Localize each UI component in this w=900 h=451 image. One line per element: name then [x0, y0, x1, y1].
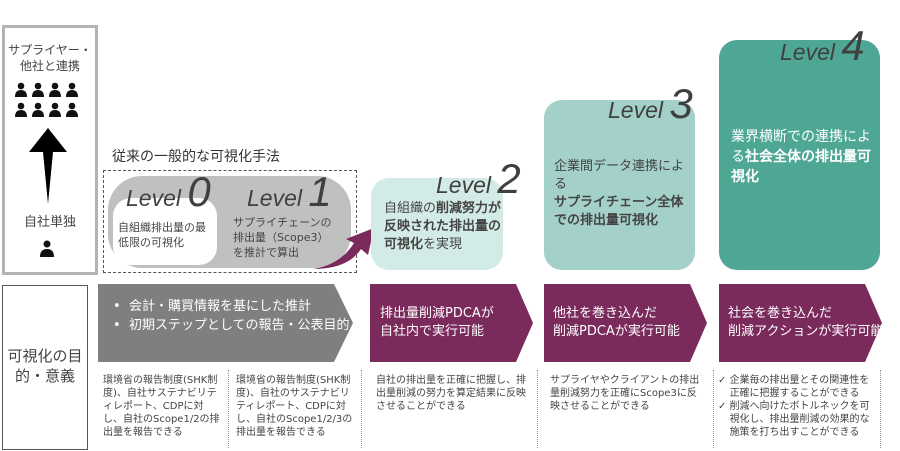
divider [880, 370, 881, 448]
supplier-collab-label: サプライヤー・他社と連携 [8, 43, 92, 73]
level3-description: サプライヤやクライアントの排出量削減努力を正確にScope3に反映させることがで… [550, 375, 700, 412]
level4-label: Level 4 [780, 22, 865, 69]
level4-box [719, 40, 880, 270]
divider [713, 370, 714, 448]
level3-text: 企業間データ連携によるサプライチェーン全体での排出量可視化 [554, 159, 685, 228]
check-icon: ✓ [718, 401, 730, 412]
divider [361, 370, 362, 448]
level4-purpose: 社会を巻き込んだ削減アクションが実行可能 [728, 306, 884, 339]
divider [228, 370, 229, 448]
up-arrow-icon [29, 128, 67, 204]
level0-text: 自組織排出量の最低限の可視化 [118, 221, 206, 249]
level2-box [371, 178, 503, 270]
level3-box [544, 100, 695, 270]
scope-axis-panel [2, 25, 98, 275]
person-icon [40, 240, 54, 257]
purpose-chevron-level4 [719, 284, 882, 362]
progress-arrow-icon [313, 228, 374, 269]
group-people-icon [15, 82, 78, 117]
level0-label: Level 0 [126, 168, 211, 215]
level4-checklist: ✓ 企業毎の排出量とその関連性を正確に把握することができる ✓ 削減へ向けたボト… [718, 375, 870, 438]
own-company-label: 自社単独 [23, 215, 76, 230]
level0-description: 環境省の報告制度(SHK制度)、自社サステナビリティレポート、CDPに対し、自社… [103, 375, 220, 438]
divider [537, 370, 538, 448]
level1-label: Level 1 [247, 168, 332, 215]
conventional-heading: 従来の一般的な可視化手法 [112, 149, 280, 165]
purpose-chevron-conventional [98, 284, 353, 362]
conventional-purpose-bullets: • 会計・購買情報を基にした推計 • 初期ステップとしての報告・公表目的 [113, 299, 350, 333]
level2-purpose: 排出量削減PDCAが自社内で実行可能 [380, 306, 494, 339]
level1-description: 環境省の報告制度(SHK制度)、自社のサステナビリティレポート、CDPに対し、自… [236, 375, 353, 438]
purpose-chevron-level3 [544, 284, 707, 362]
purpose-label: 可視化の目的・意義 [7, 347, 83, 385]
level3-label: Level 3 [608, 80, 693, 127]
level2-text: 自組織の削減努力が反映された排出量の可視化を実現 [384, 201, 502, 252]
purpose-chevron-level2 [370, 284, 533, 362]
purpose-panel [2, 285, 88, 450]
level2-label: Level 2 [436, 155, 521, 202]
level0-box [113, 198, 217, 265]
level3-purpose: 他社を巻き込んだ削減PDCAが実行可能 [553, 306, 680, 339]
conventional-frame [103, 170, 357, 273]
level1-text: サプライチェーンの排出量（Scope3）を推計で算出 [233, 216, 332, 259]
level2-description: 自社の排出量を正確に把握し、排出量削減の努力を算定結果に反映させることができる [376, 375, 526, 412]
check-icon: ✓ [718, 375, 730, 386]
level4-text: 業界横断での連携による社会全体の排出量可視化 [731, 129, 871, 185]
